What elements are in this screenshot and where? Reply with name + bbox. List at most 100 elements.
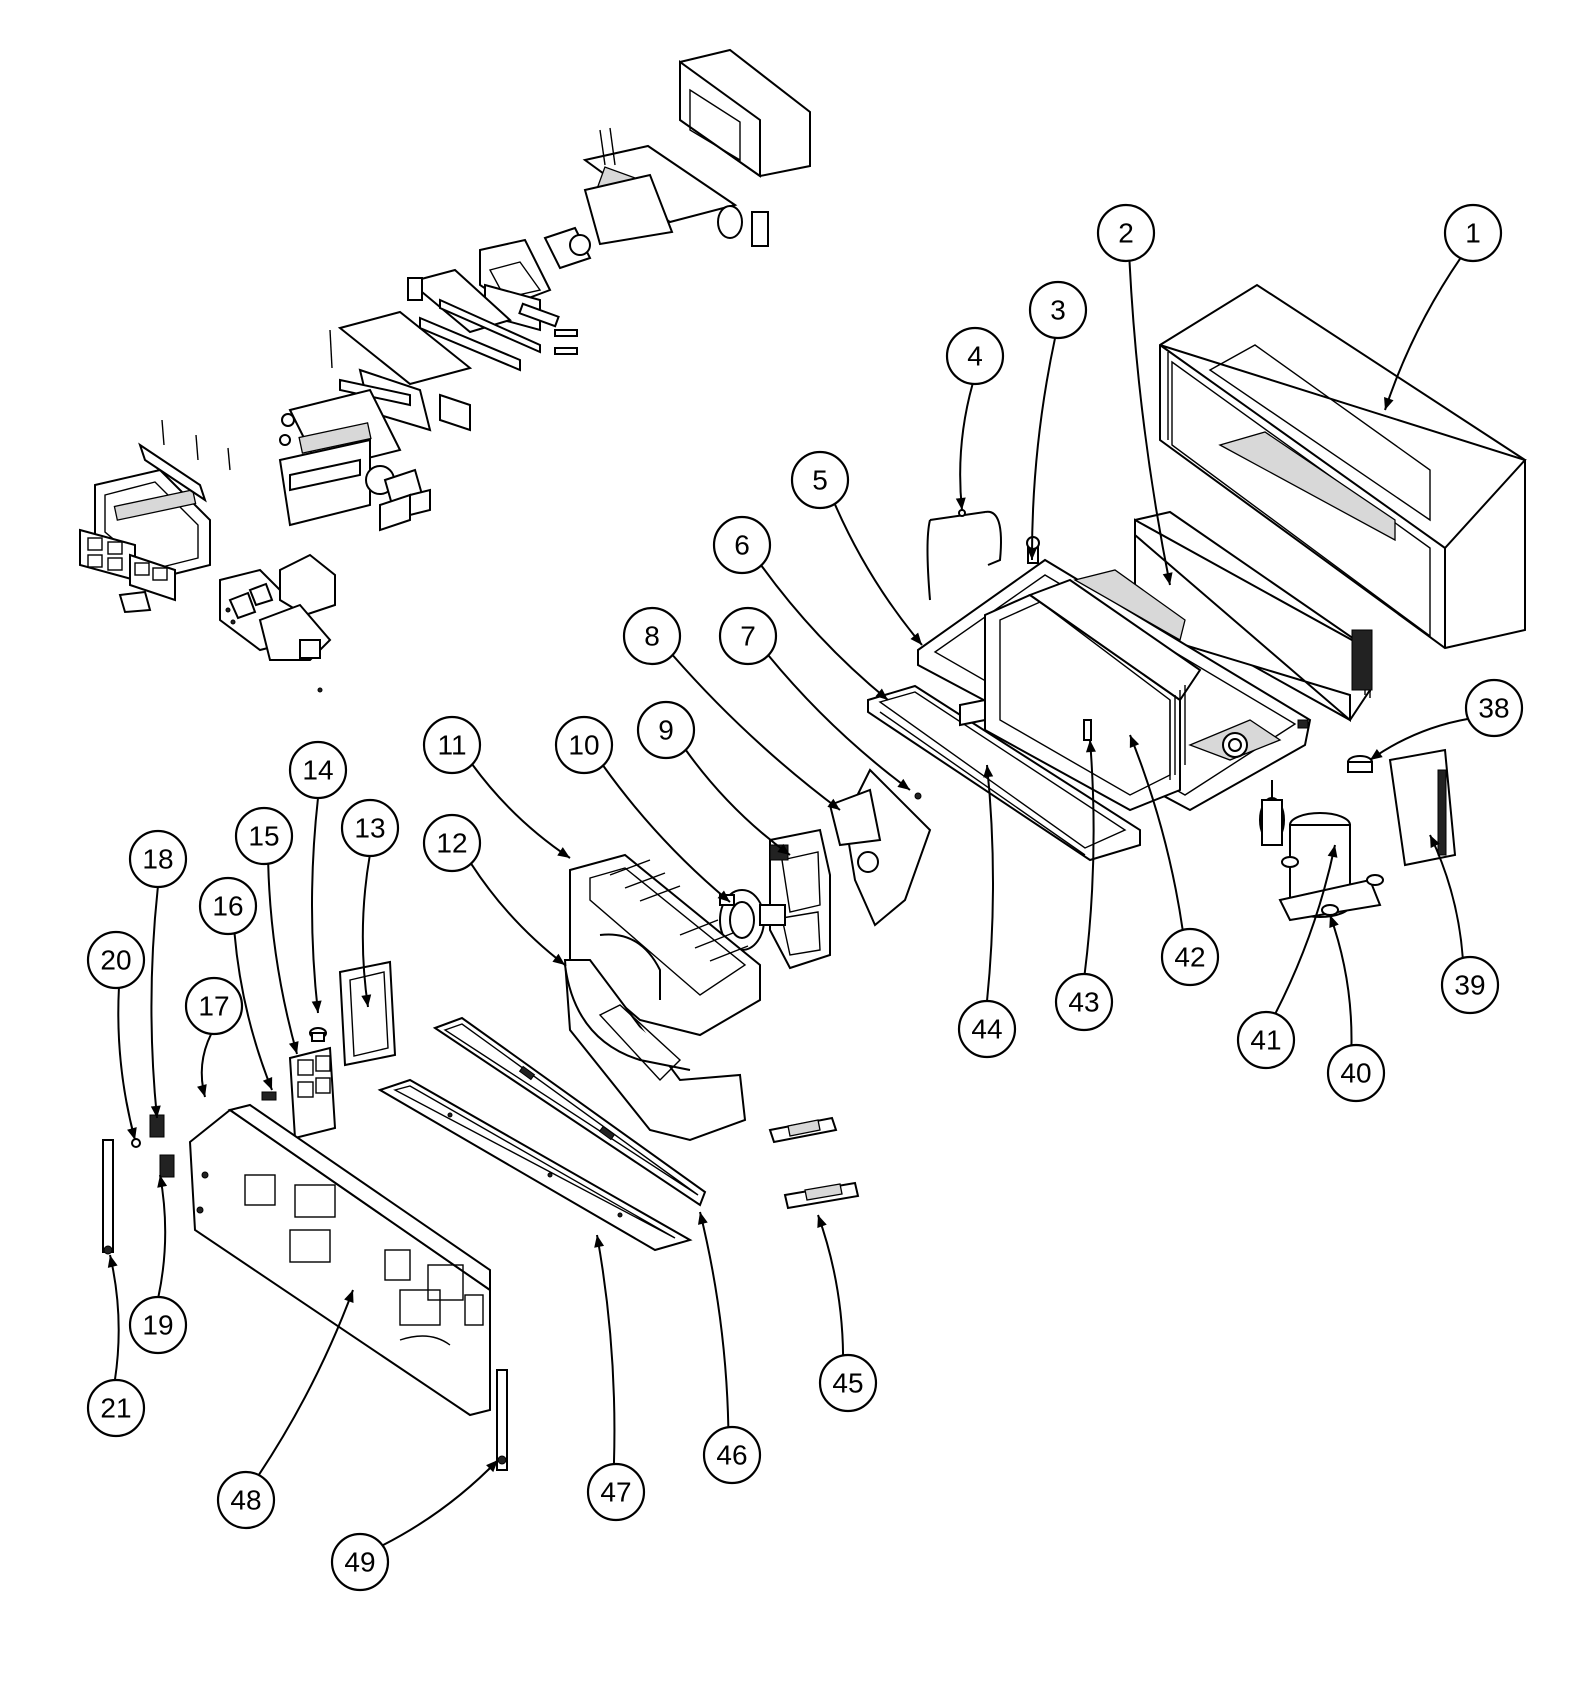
leader-20 — [117, 987, 136, 1141]
part-21-side-bracket — [102, 1139, 114, 1255]
arrowhead-15 — [288, 1041, 299, 1054]
part-38-terminal-cover — [1347, 755, 1373, 773]
callout-number: 43 — [1068, 987, 1099, 1018]
callout-number: 10 — [568, 730, 599, 761]
leader-13 — [361, 855, 371, 1008]
callout-circle — [712, 515, 772, 575]
callout-number: 17 — [198, 991, 229, 1022]
arrowhead-5 — [910, 632, 922, 645]
callout-number: 14 — [302, 755, 333, 786]
leader-49 — [382, 1459, 499, 1547]
callout-46: 46 — [702, 1425, 762, 1485]
part-47-top-plate — [377, 1078, 693, 1252]
arrowhead-2 — [1162, 572, 1173, 585]
callout-circle — [1236, 1010, 1296, 1070]
callout-number: 41 — [1250, 1025, 1281, 1056]
part-18-switch — [149, 1114, 165, 1138]
leader-19 — [157, 1174, 167, 1298]
arrowhead-47 — [594, 1235, 605, 1248]
callout-47: 47 — [586, 1462, 646, 1522]
callout-number: 21 — [100, 1393, 131, 1424]
evaporator-fins — [1169, 685, 1186, 780]
callout-11: 11 — [422, 715, 482, 775]
overview-assembly — [79, 48, 811, 693]
callout-38: 38 — [1464, 678, 1524, 738]
part-41-compressor — [1259, 780, 1382, 922]
callout-6: 6 — [712, 515, 772, 575]
callout-number: 45 — [832, 1368, 863, 1399]
callout-7: 7 — [718, 606, 778, 666]
part-1-wall-sleeve — [1159, 283, 1527, 650]
callout-48: 48 — [216, 1470, 276, 1530]
part-6-drain-pan — [867, 684, 1141, 862]
arrowhead-18 — [150, 1105, 161, 1118]
callout-circle — [1443, 203, 1503, 263]
callout-circle — [636, 700, 696, 760]
leader-7 — [767, 654, 911, 791]
arrowhead-46 — [698, 1212, 708, 1225]
callout-circle — [128, 1295, 188, 1355]
part-10-fan-motor — [719, 889, 786, 951]
leader-9 — [684, 749, 791, 856]
leader-18 — [150, 886, 159, 1119]
callout-circle — [1440, 955, 1500, 1015]
arrowhead-41 — [1327, 845, 1338, 858]
leader-48 — [257, 1289, 354, 1476]
part-45-brackets — [768, 1116, 860, 1210]
part-5-base-pan — [917, 558, 1312, 812]
arrowhead-4 — [955, 497, 966, 510]
leader-21 — [109, 1254, 120, 1381]
callout-circle — [790, 450, 850, 510]
callout-circle — [1160, 927, 1220, 987]
callout-circle — [945, 326, 1005, 386]
callout-49: 49 — [330, 1532, 390, 1592]
callout-circle — [622, 606, 682, 666]
callout-circle — [1028, 280, 1088, 340]
arrowhead-10 — [717, 890, 730, 902]
callout-bubbles: 1234567891011121314151617181920213839404… — [86, 203, 1524, 1592]
leader-15 — [267, 863, 298, 1055]
part-13-gasket — [338, 960, 397, 1067]
callout-number: 9 — [658, 715, 674, 746]
callout-circle — [86, 1378, 146, 1438]
leader-3 — [1030, 337, 1057, 561]
callout-number: 16 — [212, 891, 243, 922]
callout-circle — [1464, 678, 1524, 738]
part-49-side-rail — [496, 1369, 508, 1471]
callout-15: 15 — [234, 806, 294, 866]
arrowhead-44 — [983, 765, 994, 778]
leader-12 — [470, 862, 566, 966]
callout-18: 18 — [128, 829, 188, 889]
part-40-grommets — [1281, 856, 1384, 916]
part-39-partition — [1388, 748, 1457, 867]
callout-9: 9 — [636, 700, 696, 760]
leader-42 — [1129, 734, 1184, 931]
arrowhead-38 — [1370, 748, 1383, 760]
arrowhead-43 — [1085, 740, 1096, 753]
leader-5 — [833, 503, 923, 646]
callout-circle — [288, 740, 348, 800]
callout-number: 19 — [142, 1310, 173, 1341]
arrowhead-17 — [197, 1084, 207, 1097]
arrowhead-12 — [552, 953, 565, 965]
callout-circle — [1096, 203, 1156, 263]
leader-39 — [1429, 834, 1464, 959]
scroll-vanes — [609, 859, 749, 962]
arrowhead-11 — [557, 847, 570, 858]
callout-number: 7 — [740, 621, 756, 652]
callout-circle — [86, 930, 146, 990]
callout-number: 18 — [142, 844, 173, 875]
leader-10 — [602, 764, 731, 903]
arrowhead-21 — [107, 1255, 118, 1268]
callout-circle — [957, 999, 1017, 1059]
part-15-control-panel — [288, 1046, 337, 1140]
callout-number: 15 — [248, 821, 279, 852]
leader-14 — [311, 797, 319, 1014]
part-19-switch — [159, 1154, 175, 1178]
callout-circle — [184, 976, 244, 1036]
callout-number: 6 — [734, 530, 750, 561]
callout-13: 13 — [340, 798, 400, 858]
part-20-screw — [131, 1138, 141, 1148]
callout-number: 5 — [812, 465, 828, 496]
